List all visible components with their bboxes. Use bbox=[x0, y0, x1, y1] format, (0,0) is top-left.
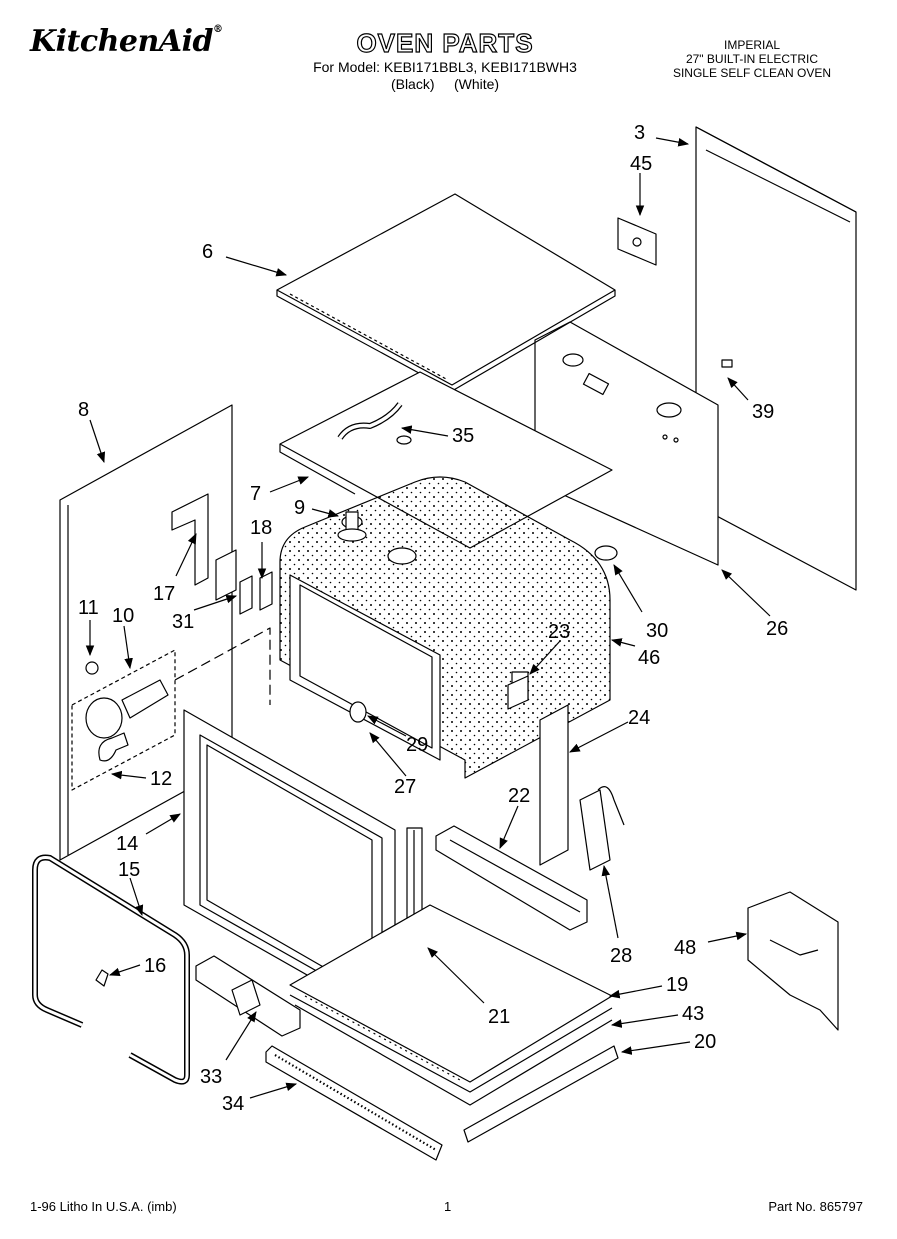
callout-17: 17 bbox=[153, 583, 175, 605]
spec-line-1: IMPERIAL bbox=[723, 38, 780, 52]
callout-27: 27 bbox=[394, 776, 416, 798]
callout-8: 8 bbox=[78, 399, 89, 421]
callout-35: 35 bbox=[452, 425, 474, 447]
callout-9: 9 bbox=[294, 497, 305, 519]
callout-39: 39 bbox=[752, 401, 774, 423]
plug-part bbox=[594, 545, 618, 561]
model-line: For Model: KEBI171BBL3, KEBI171BWH3 bbox=[313, 59, 577, 75]
louver-part bbox=[265, 1045, 443, 1161]
vent-part bbox=[337, 511, 367, 542]
spec-line-2: 27" BUILT-IN ELECTRIC bbox=[685, 52, 819, 66]
spec-block: IMPERIAL 27" BUILT-IN ELECTRIC SINGLE SE… bbox=[642, 38, 862, 80]
callout-30: 30 bbox=[646, 620, 668, 642]
callout-18: 18 bbox=[250, 517, 272, 539]
callout-14: 14 bbox=[116, 833, 138, 855]
callout-28: 28 bbox=[610, 945, 632, 967]
callout-15: 15 bbox=[118, 859, 140, 881]
callout-labels: 3 45 6 39 35 8 7 9 18 17 31 11 10 30 26 … bbox=[78, 122, 788, 1115]
callout-11: 11 bbox=[78, 597, 99, 619]
callout-23: 23 bbox=[548, 621, 570, 643]
callout-33: 33 bbox=[200, 1066, 222, 1088]
print-info: 1-96 Litho In U.S.A. (imb) bbox=[30, 1199, 177, 1214]
spec-line-3: SINGLE SELF CLEAN OVEN bbox=[672, 66, 832, 80]
oven-cavity-part bbox=[279, 476, 611, 779]
callout-6: 6 bbox=[202, 241, 213, 263]
callout-12: 12 bbox=[150, 768, 172, 790]
callout-48: 48 bbox=[674, 937, 696, 959]
callout-46: 46 bbox=[638, 647, 660, 669]
clip-part bbox=[95, 969, 109, 987]
page-number: 1 bbox=[444, 1199, 452, 1214]
rail-part bbox=[435, 825, 588, 931]
lamp-guide-line bbox=[174, 627, 271, 705]
lamp-assembly bbox=[71, 649, 176, 791]
registered-mark: ® bbox=[212, 24, 223, 35]
callout-45: 45 bbox=[630, 153, 652, 175]
front-trim-part bbox=[463, 1045, 619, 1143]
color-line: (Black) (White) bbox=[390, 76, 500, 92]
callout-arrows bbox=[85, 137, 771, 1099]
hinge-parts bbox=[507, 675, 625, 871]
callout-10: 10 bbox=[112, 605, 134, 627]
callout-3: 3 bbox=[634, 122, 645, 144]
callout-43: 43 bbox=[682, 1003, 704, 1025]
callout-22: 22 bbox=[508, 785, 530, 807]
callout-20: 20 bbox=[694, 1031, 716, 1053]
callout-34: 34 bbox=[222, 1093, 244, 1115]
vent-trim-part bbox=[195, 955, 301, 1037]
callout-31: 31 bbox=[172, 611, 194, 633]
back-panel-part bbox=[534, 321, 719, 566]
part-number: Part No. 865797 bbox=[768, 1199, 863, 1214]
callout-7: 7 bbox=[250, 483, 261, 505]
brand-name: KitchenAid bbox=[30, 24, 213, 59]
callout-29: 29 bbox=[406, 734, 428, 756]
callout-24: 24 bbox=[628, 707, 650, 729]
bracket-part bbox=[617, 217, 657, 266]
callout-16: 16 bbox=[144, 955, 166, 977]
side-panel-part bbox=[695, 126, 857, 591]
small-brackets bbox=[171, 493, 273, 615]
page-title: OVEN PARTS bbox=[356, 27, 534, 58]
brand-logo: KitchenAid® bbox=[30, 24, 223, 59]
title-block: OVEN PARTS For Model: KEBI171BBL3, KEBI1… bbox=[300, 27, 590, 93]
rear-bracket-part bbox=[747, 891, 839, 1031]
gasket-part bbox=[32, 854, 190, 1085]
callout-21: 21 bbox=[488, 1006, 510, 1028]
callout-26: 26 bbox=[766, 618, 788, 640]
callout-19: 19 bbox=[666, 974, 688, 996]
